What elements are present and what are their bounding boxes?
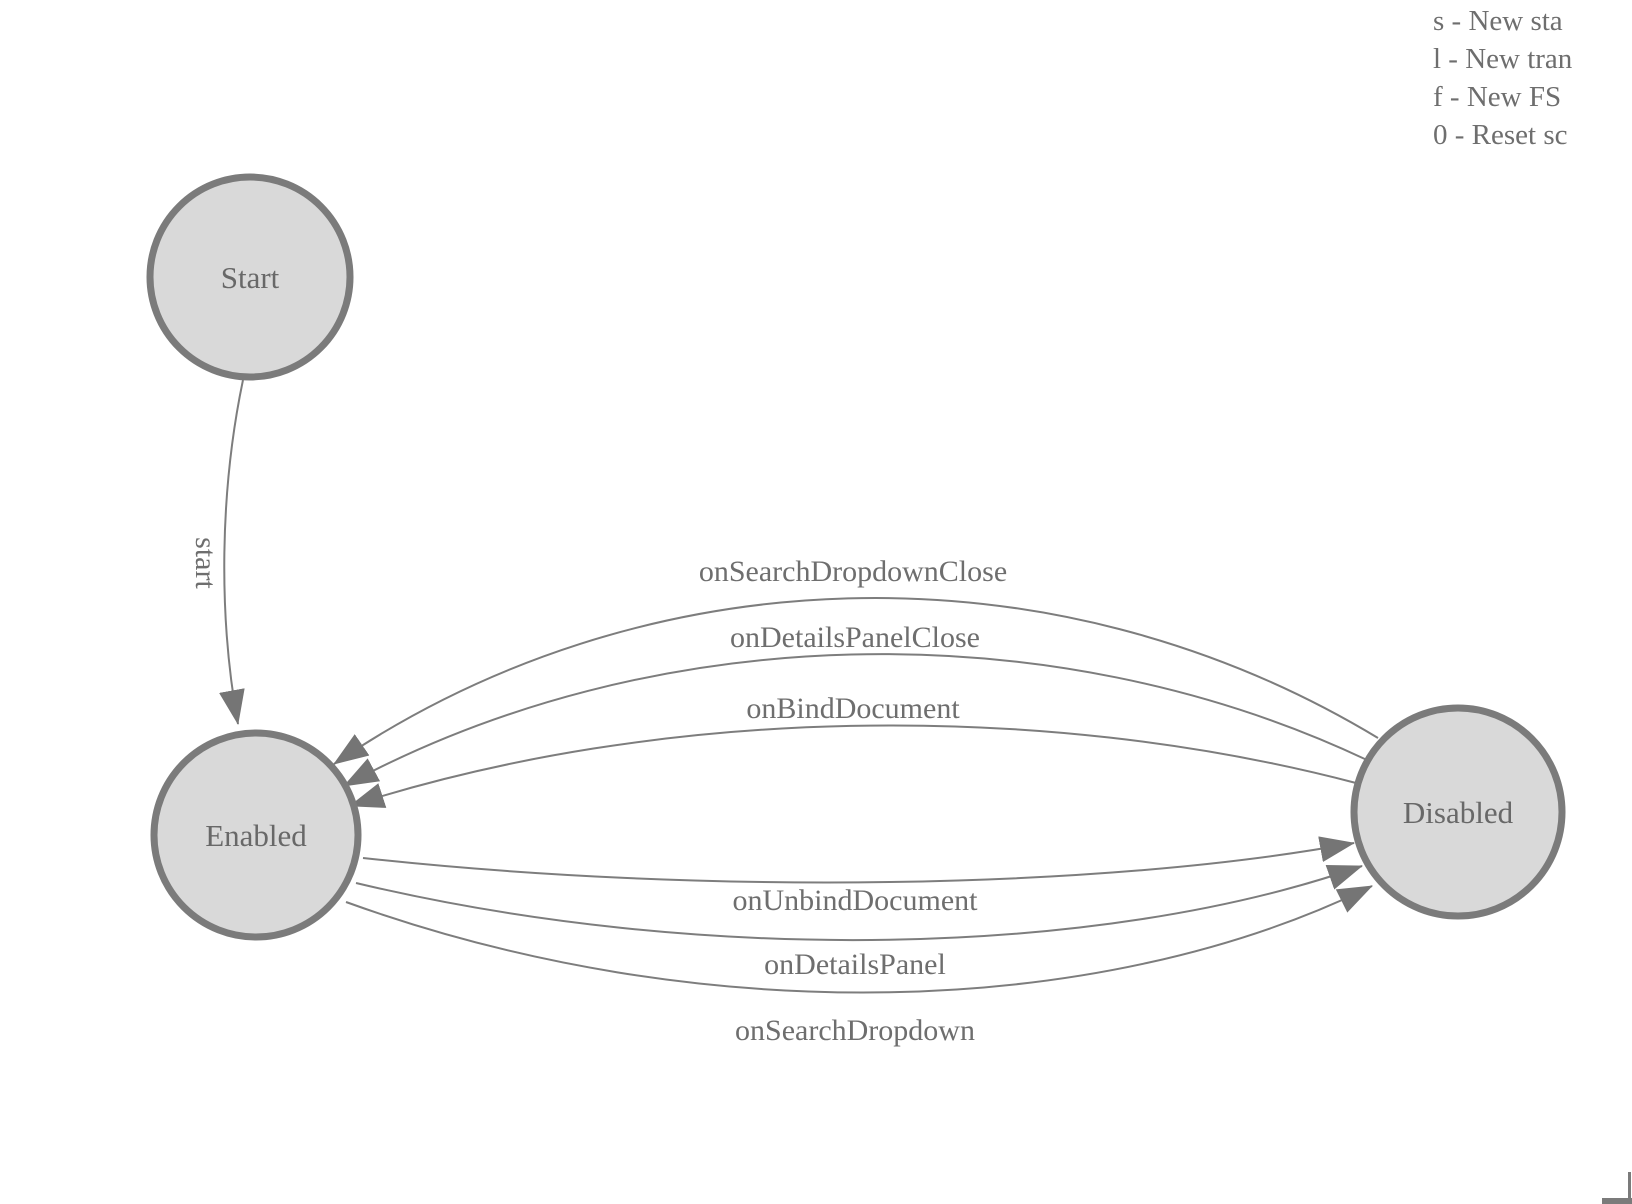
edge-label-onunbinddocument: onUnbindDocument [733, 884, 979, 917]
edge-line-ondetailspanelclose[interactable] [343, 653, 1368, 787]
edge-label-ondetailspanel: onDetailsPanel [764, 948, 946, 981]
shortcut-legend: s - New sta l - New tran f - New FS 0 - … [1433, 2, 1572, 154]
edge-label-onbinddocument: onBindDocument [746, 692, 960, 725]
state-label-start: Start [221, 260, 280, 295]
edge-label-onsearchdropdown: onSearchDropdown [735, 1014, 975, 1047]
edge-line-ondetailspanel[interactable] [355, 864, 1363, 942]
edge-line-start[interactable] [219, 379, 245, 725]
state-node-disabled[interactable]: Disabled [1350, 704, 1566, 920]
edge-label-onsearchdropdownclose: onSearchDropdownClose [699, 555, 1007, 588]
legend-line-new-transition: l - New tran [1433, 43, 1573, 75]
legend-line-reset: 0 - Reset sc [1433, 119, 1568, 151]
edge-line-onsearchdropdown[interactable] [345, 885, 1373, 994]
edge-label-start: start [189, 537, 222, 589]
edge-line-onsearchdropdownclose[interactable] [333, 597, 1379, 765]
state-circle-disabled[interactable] [1350, 704, 1566, 920]
state-circle-start[interactable] [146, 173, 354, 381]
legend-line-new-fsm: f - New FS [1433, 81, 1562, 113]
state-label-enabled: Enabled [205, 818, 307, 853]
state-circle-enabled[interactable] [150, 729, 362, 941]
corner-horizontal-bar [1602, 1198, 1632, 1204]
edge-enabled-to-disabled-ondetailspanel[interactable]: onDetailsPanel [355, 864, 1363, 981]
edge-enabled-to-disabled-onunbinddocument[interactable]: onUnbindDocument [362, 836, 1355, 917]
edge-disabled-to-enabled-onbinddocument[interactable]: onBindDocument [349, 692, 1357, 808]
state-node-enabled[interactable]: Enabled [150, 729, 362, 941]
edge-disabled-to-enabled-ondetailspanelclose[interactable]: onDetailsPanelClose [343, 621, 1368, 787]
edge-start-to-enabled[interactable]: start [189, 379, 245, 725]
corner-vertical-line [1628, 1172, 1631, 1204]
state-node-start[interactable]: Start [146, 173, 354, 381]
edge-line-onbinddocument[interactable] [349, 724, 1357, 808]
legend-line-new-state: s - New sta [1433, 5, 1563, 37]
edge-enabled-to-disabled-onsearchdropdown[interactable]: onSearchDropdown [345, 885, 1373, 1047]
state-label-disabled: Disabled [1403, 795, 1514, 830]
edge-disabled-to-enabled-onsearchdropdownclose[interactable]: onSearchDropdownClose [333, 555, 1379, 765]
edge-line-onunbinddocument[interactable] [362, 836, 1355, 884]
corner-resize-marker [1602, 1172, 1632, 1204]
edge-label-ondetailspanelclose: onDetailsPanelClose [730, 621, 980, 654]
